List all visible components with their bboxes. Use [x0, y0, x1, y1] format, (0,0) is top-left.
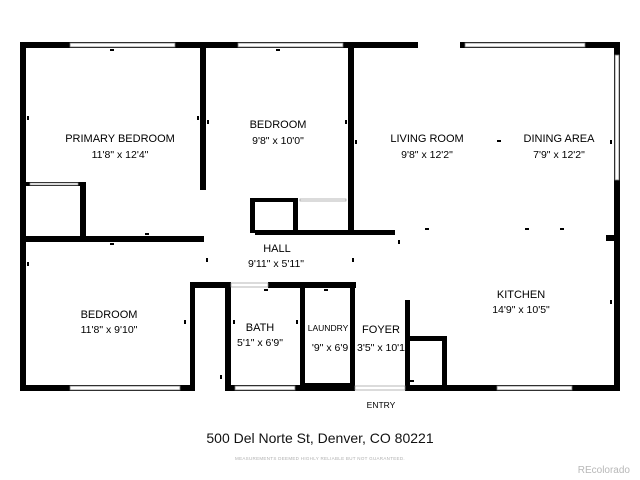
wall-bath-right — [300, 282, 305, 386]
tick — [425, 228, 429, 230]
wall-closet — [80, 182, 86, 239]
wall-hall-closet-left — [250, 198, 255, 233]
window-bedroom — [237, 42, 344, 48]
closet-door — [29, 182, 79, 186]
tick — [206, 258, 208, 262]
doors — [29, 182, 406, 391]
wall-hall-closet-top — [250, 198, 298, 202]
hall-dims: 9'11" x 5'11" — [248, 258, 304, 270]
dimension-ticks — [27, 49, 612, 382]
tick — [207, 120, 209, 124]
tick — [233, 320, 235, 324]
tick — [610, 300, 612, 304]
living-room-name: LIVING ROOM — [390, 133, 463, 145]
wall-laundry-right — [350, 282, 355, 386]
kitchen-dims: 14'9" x 10'5" — [492, 304, 550, 316]
tick — [324, 289, 328, 291]
kitchen-name: KITCHEN — [497, 289, 545, 301]
foyer-dims: 3'5" x 10'1 — [357, 342, 405, 354]
tick — [525, 228, 529, 230]
wall-laundry-bottom — [305, 383, 350, 386]
windows — [69, 42, 620, 391]
tick — [110, 243, 114, 245]
door-entry — [354, 385, 406, 391]
tick — [110, 49, 114, 51]
brand-logo: REcolorado — [577, 465, 630, 476]
tick — [276, 49, 280, 51]
window-bath — [234, 385, 296, 391]
wall-foyer-right — [405, 300, 410, 386]
tick — [560, 228, 564, 230]
door-bath-opening — [230, 282, 269, 288]
living-room-dims: 9'8" x 12'2" — [401, 149, 453, 161]
tick — [220, 375, 222, 379]
tick — [398, 240, 400, 244]
property-address: 500 Del Norte St, Denver, CO 80221 — [206, 430, 434, 446]
dining-area-name: DINING AREA — [524, 133, 596, 145]
tick — [497, 140, 501, 142]
wall-primary-bedroom-bottom — [26, 236, 204, 242]
wall-right — [614, 42, 620, 391]
tick — [197, 116, 199, 120]
entry-label: ENTRY — [367, 400, 396, 410]
bedroom-1-name: BEDROOM — [250, 119, 307, 131]
wall-bath-top — [190, 282, 230, 288]
wall-left — [20, 42, 26, 391]
tick — [264, 289, 268, 291]
tick — [27, 262, 29, 266]
laundry-name: LAUNDRY — [308, 323, 349, 333]
wall-foyer-notch — [405, 336, 447, 341]
bedroom-1-dims: 9'8" x 10'0" — [252, 135, 304, 147]
wall-kitchen-right — [606, 235, 616, 241]
tick — [296, 320, 298, 324]
interior-walls — [26, 48, 616, 386]
foyer-name: FOYER — [362, 324, 400, 336]
window-bedroom-2 — [69, 385, 181, 391]
window-primary-bedroom — [69, 42, 176, 48]
tick — [345, 120, 347, 124]
bath-dims: 5'1" x 6'9" — [237, 337, 283, 349]
wall-primary-bedroom-right — [200, 48, 206, 190]
wall-top-left — [20, 42, 418, 48]
tick — [145, 233, 149, 235]
wall-hall-closet-right — [293, 198, 298, 233]
wall-foyer-notch-down — [442, 336, 447, 386]
window-living-dining — [464, 42, 586, 48]
hall-name: HALL — [263, 243, 291, 255]
tick — [184, 320, 186, 324]
dining-area-dims: 7'9" x 12'2" — [533, 149, 585, 161]
bedroom-2-name: BEDROOM — [81, 309, 138, 321]
wall-bedroom-bottom — [255, 230, 395, 235]
wall-bath-left — [225, 282, 231, 386]
wall-bath-top-2 — [268, 282, 356, 288]
exterior-walls — [20, 42, 620, 391]
window-right — [614, 54, 620, 181]
laundry-dims: '9" x 6'9 — [312, 342, 349, 354]
wall-bedroom-right — [348, 48, 354, 233]
tick — [410, 380, 414, 382]
hall-closet-door — [299, 198, 347, 202]
measurement-disclaimer: MEASUREMENTS DEEMED HIGHLY RELIABLE BUT … — [235, 456, 405, 461]
bath-name: BATH — [246, 322, 275, 334]
wall-bedroom2-right — [190, 282, 195, 386]
tick — [355, 140, 357, 144]
room-labels: PRIMARY BEDROOM 11'8" x 12'4" BEDROOM 9'… — [65, 119, 595, 410]
tick — [352, 258, 354, 262]
floor-plan: PRIMARY BEDROOM 11'8" x 12'4" BEDROOM 9'… — [20, 42, 620, 410]
primary-bedroom-name: PRIMARY BEDROOM — [65, 133, 175, 145]
window-kitchen — [496, 385, 573, 391]
tick — [27, 116, 29, 120]
bedroom-2-dims: 11'8" x 9'10" — [81, 324, 138, 336]
tick — [610, 140, 612, 144]
primary-bedroom-dims: 11'8" x 12'4" — [92, 149, 149, 161]
